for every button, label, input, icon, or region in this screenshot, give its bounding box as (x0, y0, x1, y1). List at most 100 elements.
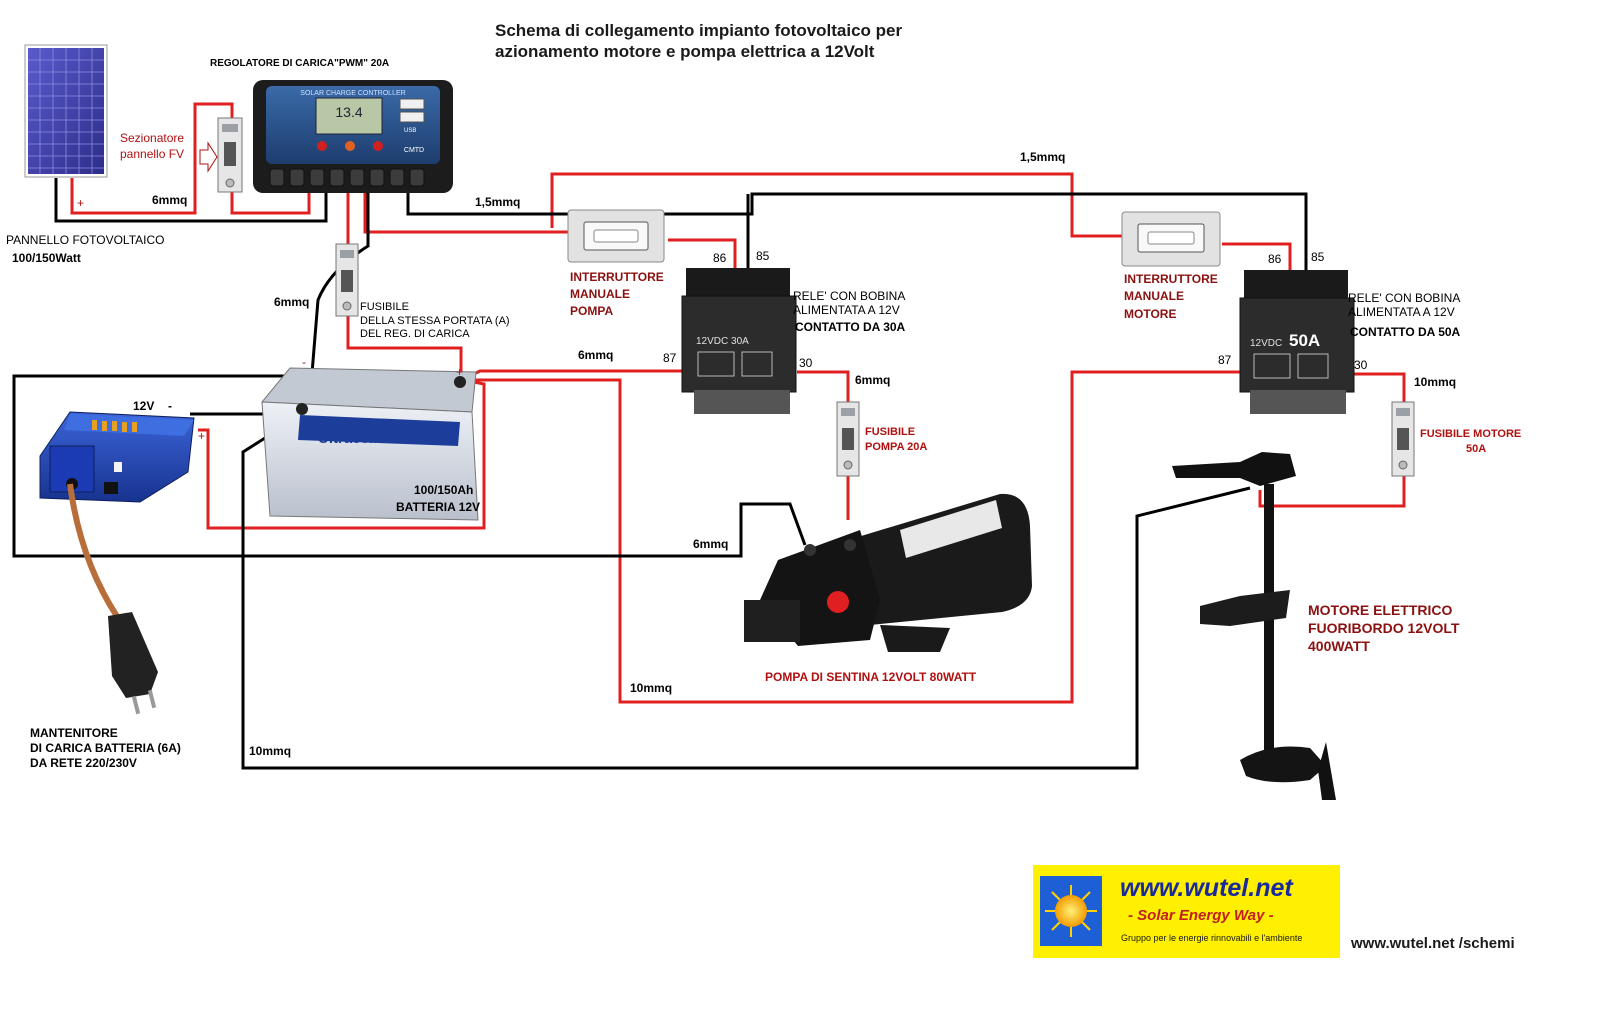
switch-pump (567, 209, 665, 263)
wire-fuse-to-battery (346, 316, 463, 374)
gauge-control-line-top: 1,5mmq (1020, 150, 1065, 164)
panel-label-line1: PANNELLO FOTOVOLTAICO (6, 233, 164, 247)
battery-plus-sign: + (456, 365, 463, 379)
regulator-screen-title: SOLAR CHARGE CONTROLLER (300, 90, 405, 97)
relay-motor: 12VDC 50A (1239, 270, 1355, 414)
fuse-pump-label-line2: POMPA 20A (865, 441, 927, 453)
relay1-label-line1: RELE' CON BOBINA (793, 289, 905, 303)
relay1-pin87: 87 (663, 351, 677, 365)
relay2-body-prefix: 12VDC (1250, 338, 1282, 349)
panel-plus-sign: + (77, 196, 84, 210)
wire-switch-motor-to-86 (1222, 242, 1292, 270)
regulator-label: REGOLATORE DI CARICA"PWM" 20A (210, 58, 389, 69)
wire-battery-negative-loop (12, 374, 807, 558)
gauge-control-line-switch: 1,5mmq (475, 195, 520, 209)
relay2-pin86: 86 (1268, 252, 1282, 266)
relay2-pin30: 30 (1354, 358, 1368, 372)
battery: Ultracell UC150-12 (260, 367, 479, 521)
regulator-display-value: 13.4 (335, 104, 362, 120)
inverter-plus-sign: + (198, 429, 205, 443)
wire-panel-positive (70, 102, 234, 215)
battery-brand: Ultracell (318, 430, 377, 447)
diagram-title-line1: Schema di collegamento impianto fotovolt… (495, 21, 903, 40)
switch-motor (1121, 211, 1221, 267)
fuse-label-line1: FUSIBILE (360, 301, 409, 313)
switch-pump-label-line3: POMPA (570, 304, 613, 318)
wire-motor-negative (241, 408, 1251, 770)
sun-icon (1055, 895, 1087, 927)
gauge-relay1-to-pump-fuse: 6mmq (855, 373, 890, 387)
wire-disconnector-to-regulator (230, 192, 311, 215)
relay1-pin30: 30 (799, 356, 813, 370)
logo-tagline: - Solar Energy Way - (1128, 907, 1274, 924)
footer-link[interactable]: www.wutel.net /schemi (1350, 935, 1515, 952)
battery-fuse (335, 243, 359, 317)
fuse-pump-label-line1: FUSIBILE (865, 426, 915, 438)
gauge-battery-to-relay1: 6mmq (578, 348, 613, 362)
wutel-logo: www.wutel.net - Solar Energy Way - Grupp… (1033, 865, 1340, 958)
battery-minus-sign: - (302, 355, 306, 369)
gauge-pump-negative: 6mmq (693, 537, 728, 551)
wire-panel-negative (54, 178, 328, 223)
battery-capacity-label: 100/150Ah (414, 483, 473, 497)
battery-voltage-label: BATTERIA 12V (396, 500, 480, 514)
wire-battery-to-relay2-87 (473, 370, 1240, 704)
pv-disconnector-breaker (217, 117, 243, 193)
pump-fuse (836, 401, 860, 477)
fuse-label-line3: DEL REG. DI CARICA (360, 328, 470, 340)
relay1-body-label: 12VDC 30A (696, 336, 749, 347)
logo-url: www.wutel.net (1120, 874, 1294, 902)
wire-regulator-load-negative (406, 192, 1308, 270)
motor-fuse (1391, 401, 1415, 477)
wire-relay1-30-to-fuse (797, 370, 850, 404)
outboard-motor (1172, 452, 1336, 800)
solar-panel (24, 44, 108, 178)
mains-plug-icon (108, 612, 158, 715)
inverter-minus-sign: - (168, 399, 172, 413)
disconnector-label-line2: pannello FV (120, 147, 184, 161)
fuse-label-line2: DELLA STESSA PORTATA (A) (360, 315, 510, 327)
relay1-label-line2: ALIMENTATA A 12V (793, 303, 900, 317)
wire-inverter-positive (198, 378, 486, 530)
charger-label-line1: MANTENITORE (30, 726, 118, 740)
wire-switch-pump-to-86 (668, 238, 737, 268)
motor-label-line3: 400WATT (1308, 638, 1370, 654)
charger-mains-cable (67, 483, 121, 620)
wire-relay2-30-to-fuse (1352, 372, 1406, 404)
switch-motor-label-line2: MANUALE (1124, 289, 1184, 303)
relay-pump: 12VDC 30A (681, 268, 797, 414)
relay1-pin86: 86 (713, 251, 727, 265)
relay2-body-rating: 50A (1289, 331, 1320, 350)
diagram-title-line2: azionamento motore e pompa elettrica a 1… (495, 42, 875, 61)
wire-control-line-top (550, 172, 1126, 238)
fuse-motor-label-line1: FUSIBILE MOTORE (1420, 428, 1521, 440)
panel-label-line2: 100/150Watt (12, 251, 81, 265)
inverter-voltage-label: 12V (133, 399, 154, 413)
switch-pump-label-line1: INTERRUTTORE (570, 270, 664, 284)
relay2-pin87: 87 (1218, 353, 1232, 367)
wire-regulator-load-positive (363, 192, 568, 234)
bilge-pump (744, 493, 1032, 652)
relay1-pin85: 85 (756, 249, 770, 263)
battery-charger (39, 411, 195, 503)
disconnector-arrow-icon (199, 141, 218, 173)
gauge-battery-to-relay2: 10mmq (630, 681, 672, 695)
regulator-usb-label: USB (404, 128, 416, 134)
fuse-motor-label-line2: 50A (1466, 443, 1486, 455)
battery-model: UC150-12 (380, 433, 412, 440)
relay2-label-line3: CONTATTO DA 50A (1350, 325, 1461, 339)
relay2-label-line2: ALIMENTATA A 12V (1348, 305, 1455, 319)
switch-motor-label-line3: MOTORE (1124, 307, 1176, 321)
charger-label-line3: DA RETE 220/230V (30, 756, 137, 770)
switch-pump-label-line2: MANUALE (570, 287, 630, 301)
relay2-pin85: 85 (1311, 250, 1325, 264)
gauge-relay2-to-motor-fuse: 10mmq (1414, 375, 1456, 389)
motor-label-line1: MOTORE ELETTRICO (1308, 602, 1453, 618)
charger-label-line2: DI CARICA BATTERIA (6A) (30, 741, 181, 755)
relay1-label-line3: CONTATTO DA 30A (795, 320, 906, 334)
pump-label: POMPA DI SENTINA 12VOLT 80WATT (765, 670, 977, 684)
wire-motor-fuse-to-motor (1258, 476, 1406, 508)
gauge-regulator-to-battery: 6mmq (274, 295, 309, 309)
logo-subtitle: Gruppo per le energie rinnovabili e l'am… (1121, 933, 1302, 943)
